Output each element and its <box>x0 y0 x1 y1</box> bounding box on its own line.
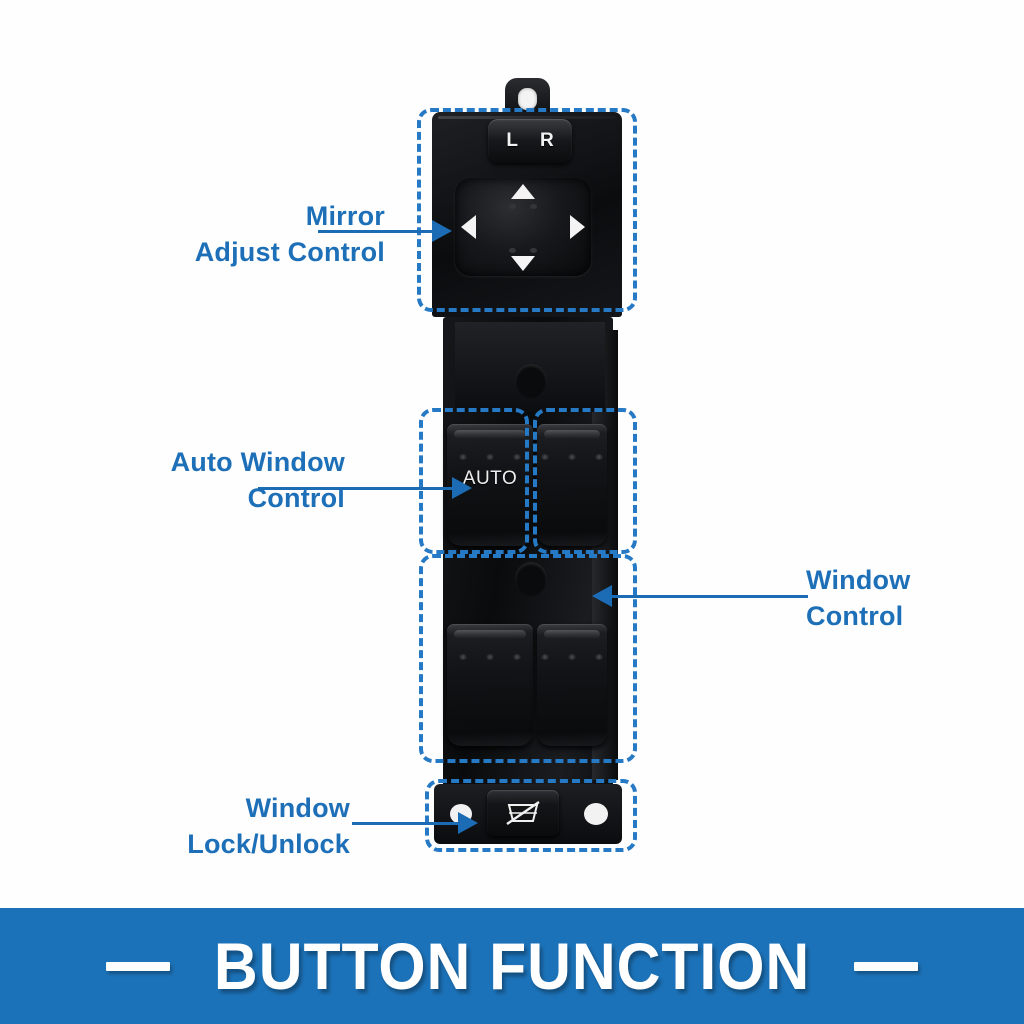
mirror-adjust-joystick[interactable] <box>455 178 591 276</box>
rear-left-switch-dots <box>447 654 533 662</box>
mount-hole-right <box>584 803 608 825</box>
auto-label: AUTO <box>462 468 518 489</box>
arrow-head-auto-window <box>452 477 472 499</box>
driver-switch-dots <box>447 454 533 462</box>
leader-line-mirror-adjust <box>318 230 434 233</box>
leader-line-window-lock <box>352 822 460 825</box>
mirror-right-arrow-icon[interactable] <box>570 215 585 239</box>
switch-body-neck <box>455 322 605 412</box>
callout-label-mirror-adjust: Mirror Adjust Control <box>194 201 385 268</box>
callout-label-auto-window: Auto Window Control <box>170 447 345 514</box>
mirror-up-arrow-icon[interactable] <box>511 184 535 199</box>
window-lock-button[interactable] <box>487 790 559 836</box>
banner-title: BUTTON FUNCTION <box>213 929 811 1003</box>
leader-line-auto-window <box>258 487 454 490</box>
mirror-selector-left-label: L <box>506 130 518 151</box>
leader-line-window-control <box>612 595 808 598</box>
mirror-lr-selector[interactable]: L R <box>488 119 572 163</box>
callout-label-window-control: Window Control <box>806 565 911 632</box>
arrow-head-window-lock <box>458 812 478 834</box>
bottom-banner: BUTTON FUNCTION <box>0 908 1024 1024</box>
window-switch-rear-left[interactable] <box>447 624 533 746</box>
window-switch-passenger[interactable] <box>537 424 607 546</box>
banner-dash-right <box>854 961 919 971</box>
switch-body-knob <box>515 562 547 596</box>
arrow-head-window-control <box>592 585 612 607</box>
banner-dash-left <box>105 961 170 971</box>
window-switch-rear-right[interactable] <box>537 624 607 746</box>
passenger-switch-dots <box>537 454 607 462</box>
mirror-down-arrow-icon[interactable] <box>511 256 535 271</box>
window-lock-crossed-icon <box>506 801 540 825</box>
mirror-selector-right-label: R <box>539 130 554 151</box>
rear-right-switch-dots <box>537 654 607 662</box>
mirror-left-arrow-icon[interactable] <box>461 215 476 239</box>
joystick-upper-dots <box>509 204 537 210</box>
joystick-lower-dots <box>509 248 537 254</box>
arrow-head-mirror-adjust <box>432 220 452 242</box>
callout-label-window-lock: Window Lock/Unlock <box>187 793 350 860</box>
